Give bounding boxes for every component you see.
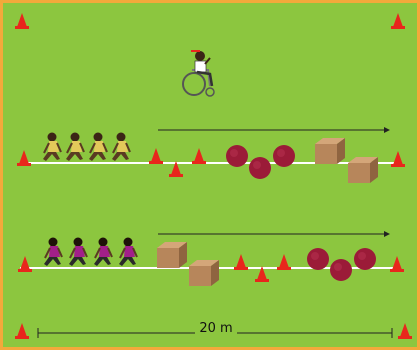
cone-icon <box>192 148 206 164</box>
distance-marker <box>37 328 393 338</box>
ball-icon <box>307 248 329 270</box>
cone-icon <box>17 150 31 166</box>
cone-icon <box>277 254 291 270</box>
cone-icon <box>234 254 248 270</box>
ball-icon <box>330 259 352 281</box>
box-icon <box>348 157 378 183</box>
cone-icon <box>149 148 163 164</box>
distance-label: 20 m <box>199 321 233 336</box>
runner-icon <box>93 236 113 267</box>
runner-icon <box>68 236 88 267</box>
cone-icon <box>18 256 32 272</box>
cone-icon <box>398 323 412 339</box>
team-bottom <box>43 236 138 267</box>
ball-icon <box>273 145 295 167</box>
cone-icon <box>391 13 405 29</box>
runner-icon <box>88 131 108 162</box>
cone-icon <box>15 13 29 29</box>
ball-icon <box>226 145 248 167</box>
direction-arrow-icon <box>158 127 390 133</box>
runner-icon <box>111 131 131 162</box>
cone-icon <box>15 323 29 339</box>
box-icon <box>189 260 219 286</box>
box-icon <box>157 242 187 268</box>
runner-icon <box>42 131 62 162</box>
runner-icon <box>65 131 85 162</box>
ball-icon <box>249 157 271 179</box>
direction-arrow-icon <box>158 231 390 237</box>
runner-icon <box>118 236 138 267</box>
runner-icon <box>43 236 63 267</box>
team-top <box>42 131 131 162</box>
cone-icon <box>391 151 405 167</box>
wheelchair-coach-icon <box>182 50 215 97</box>
ball-icon <box>354 248 376 270</box>
cone-icon <box>390 256 404 272</box>
box-icon <box>315 138 345 164</box>
